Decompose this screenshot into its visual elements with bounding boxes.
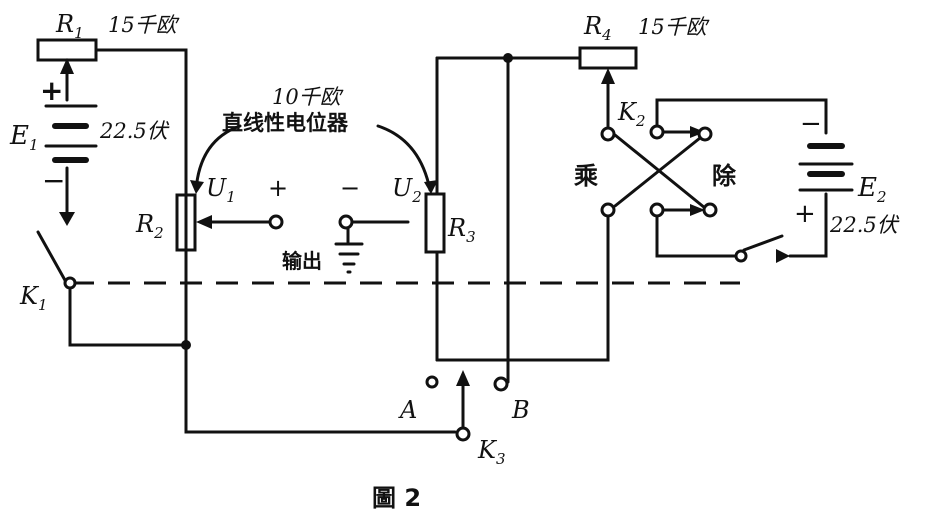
wire-e2-bottom [788, 192, 828, 258]
pot-arrow-right [376, 124, 432, 192]
junction-r2-k1 [181, 340, 191, 350]
r4-wiper-arrow [601, 68, 615, 84]
pot-arrow-left [194, 124, 242, 192]
terminals [63, 124, 748, 442]
e1-value: 22.5伏 [99, 119, 170, 143]
wires [36, 38, 854, 434]
wire-r1-to-r2 [94, 48, 188, 374]
u2-label: U2 [392, 174, 422, 206]
u1-terminal [268, 214, 284, 230]
pot-description-label: 直线性电位器 [222, 111, 349, 135]
r2-wiper-arrow [196, 215, 212, 229]
k2-contact-tr [697, 126, 713, 142]
pot-value-label: 10千欧 [272, 85, 344, 109]
pot-arrow-head-left [190, 180, 204, 194]
k3-pivot [455, 426, 471, 442]
multiply-label: 乘 [573, 162, 598, 190]
e1-label: E1 [9, 121, 39, 154]
k2-arrowhead-top [690, 126, 705, 138]
k1-gang-arrow [776, 249, 790, 263]
k1-blade [36, 230, 68, 284]
labels: R1 15千欧 + E1 22.5伏 − K1 R2 U1 10千欧 直线性电位… [9, 10, 900, 512]
wire-k2-bottom [655, 210, 737, 258]
e2-minus: − [800, 109, 822, 139]
wire-bottom-loop [435, 213, 610, 362]
e1-down-arrow [59, 212, 75, 226]
terminal-b [493, 376, 509, 392]
k1-gang-blade [742, 234, 784, 252]
u1-plus-sign: + [268, 174, 288, 202]
k2-contact-tl [649, 124, 665, 140]
junction-top [503, 53, 513, 63]
r4-value: 15千欧 [638, 15, 710, 39]
terminal-a-label: A [398, 396, 417, 424]
e2-value: 22.5伏 [829, 213, 900, 237]
r1-value: 15千欧 [108, 13, 180, 37]
u2-terminal [338, 214, 354, 230]
output-label: 输出 [282, 249, 322, 273]
r3-label: R3 [447, 214, 476, 246]
wire-r2-to-k3 [184, 370, 457, 434]
r1-resistor [36, 38, 98, 62]
r2-label: R2 [135, 210, 164, 242]
k2-label: K2 [617, 98, 645, 130]
arrowheads [59, 58, 790, 386]
k3-arrow [456, 370, 470, 386]
r4-resistor [578, 46, 638, 70]
k2-cross-2 [613, 132, 707, 208]
terminal-a [425, 375, 439, 389]
r1-wiper-arrow [60, 58, 74, 74]
u2-minus-sign: − [340, 174, 360, 202]
e1-minus: − [42, 164, 65, 197]
e1-plus: + [40, 74, 63, 107]
r3-resistor [424, 192, 446, 254]
k2-contact-bl [649, 202, 665, 218]
k1-pivot [63, 276, 77, 290]
k2-contact-br [702, 202, 718, 218]
k2-pole-top [600, 126, 616, 142]
figure-caption: 圖 2 [372, 484, 421, 512]
r4-label: R4 [583, 12, 612, 44]
k1-label: K1 [19, 282, 47, 314]
wire-e2-top [655, 98, 828, 135]
e2-label: E2 [857, 173, 887, 206]
u1-label: U1 [206, 174, 236, 206]
pot-arrow-head-right [424, 180, 438, 194]
r1-label: R1 [55, 10, 84, 42]
k2-arrowhead-bottom [690, 204, 705, 216]
r2-resistor [175, 193, 197, 252]
k3-label: K3 [477, 436, 505, 468]
k1-gang-pivot [734, 249, 748, 263]
divide-label: 除 [712, 162, 737, 190]
e2-plus: + [794, 199, 816, 229]
k2-pole-bottom [600, 202, 616, 218]
junctions [181, 53, 513, 350]
wire-k1-loop [68, 288, 188, 347]
terminal-b-label: B [511, 396, 530, 424]
